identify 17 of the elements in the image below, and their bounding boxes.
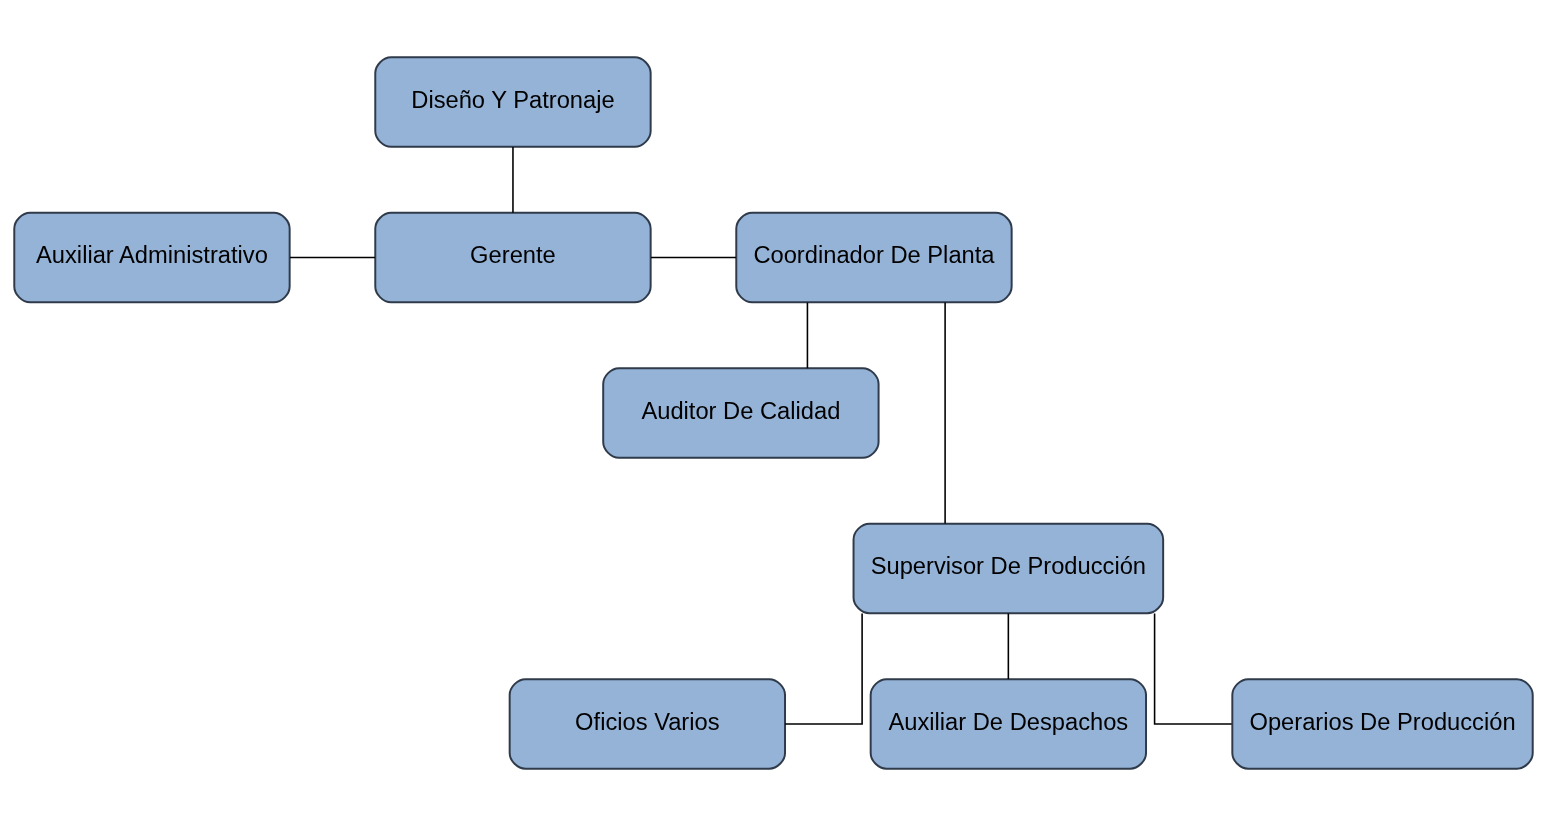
node-box: Auxiliar Administrativo [13, 211, 291, 303]
connector [512, 145, 514, 213]
connector [289, 256, 376, 258]
connector [784, 612, 863, 725]
connector [806, 301, 809, 369]
node-box: Oficios Varios [508, 677, 786, 770]
node-box: Operarios De Producción [1231, 677, 1534, 770]
node-box: Supervisor De Producción [852, 522, 1165, 614]
node-box: Diseño Y Patronaje [374, 55, 652, 148]
node-box: Auxiliar De Despachos [869, 677, 1147, 770]
connector [1007, 612, 1010, 680]
connector [1153, 612, 1233, 725]
node-box: Coordinador De Planta [735, 211, 1013, 303]
connector [650, 256, 737, 258]
connector [944, 301, 946, 524]
node-box: Auditor De Calidad [602, 366, 880, 459]
node-box: Gerente [374, 211, 652, 303]
